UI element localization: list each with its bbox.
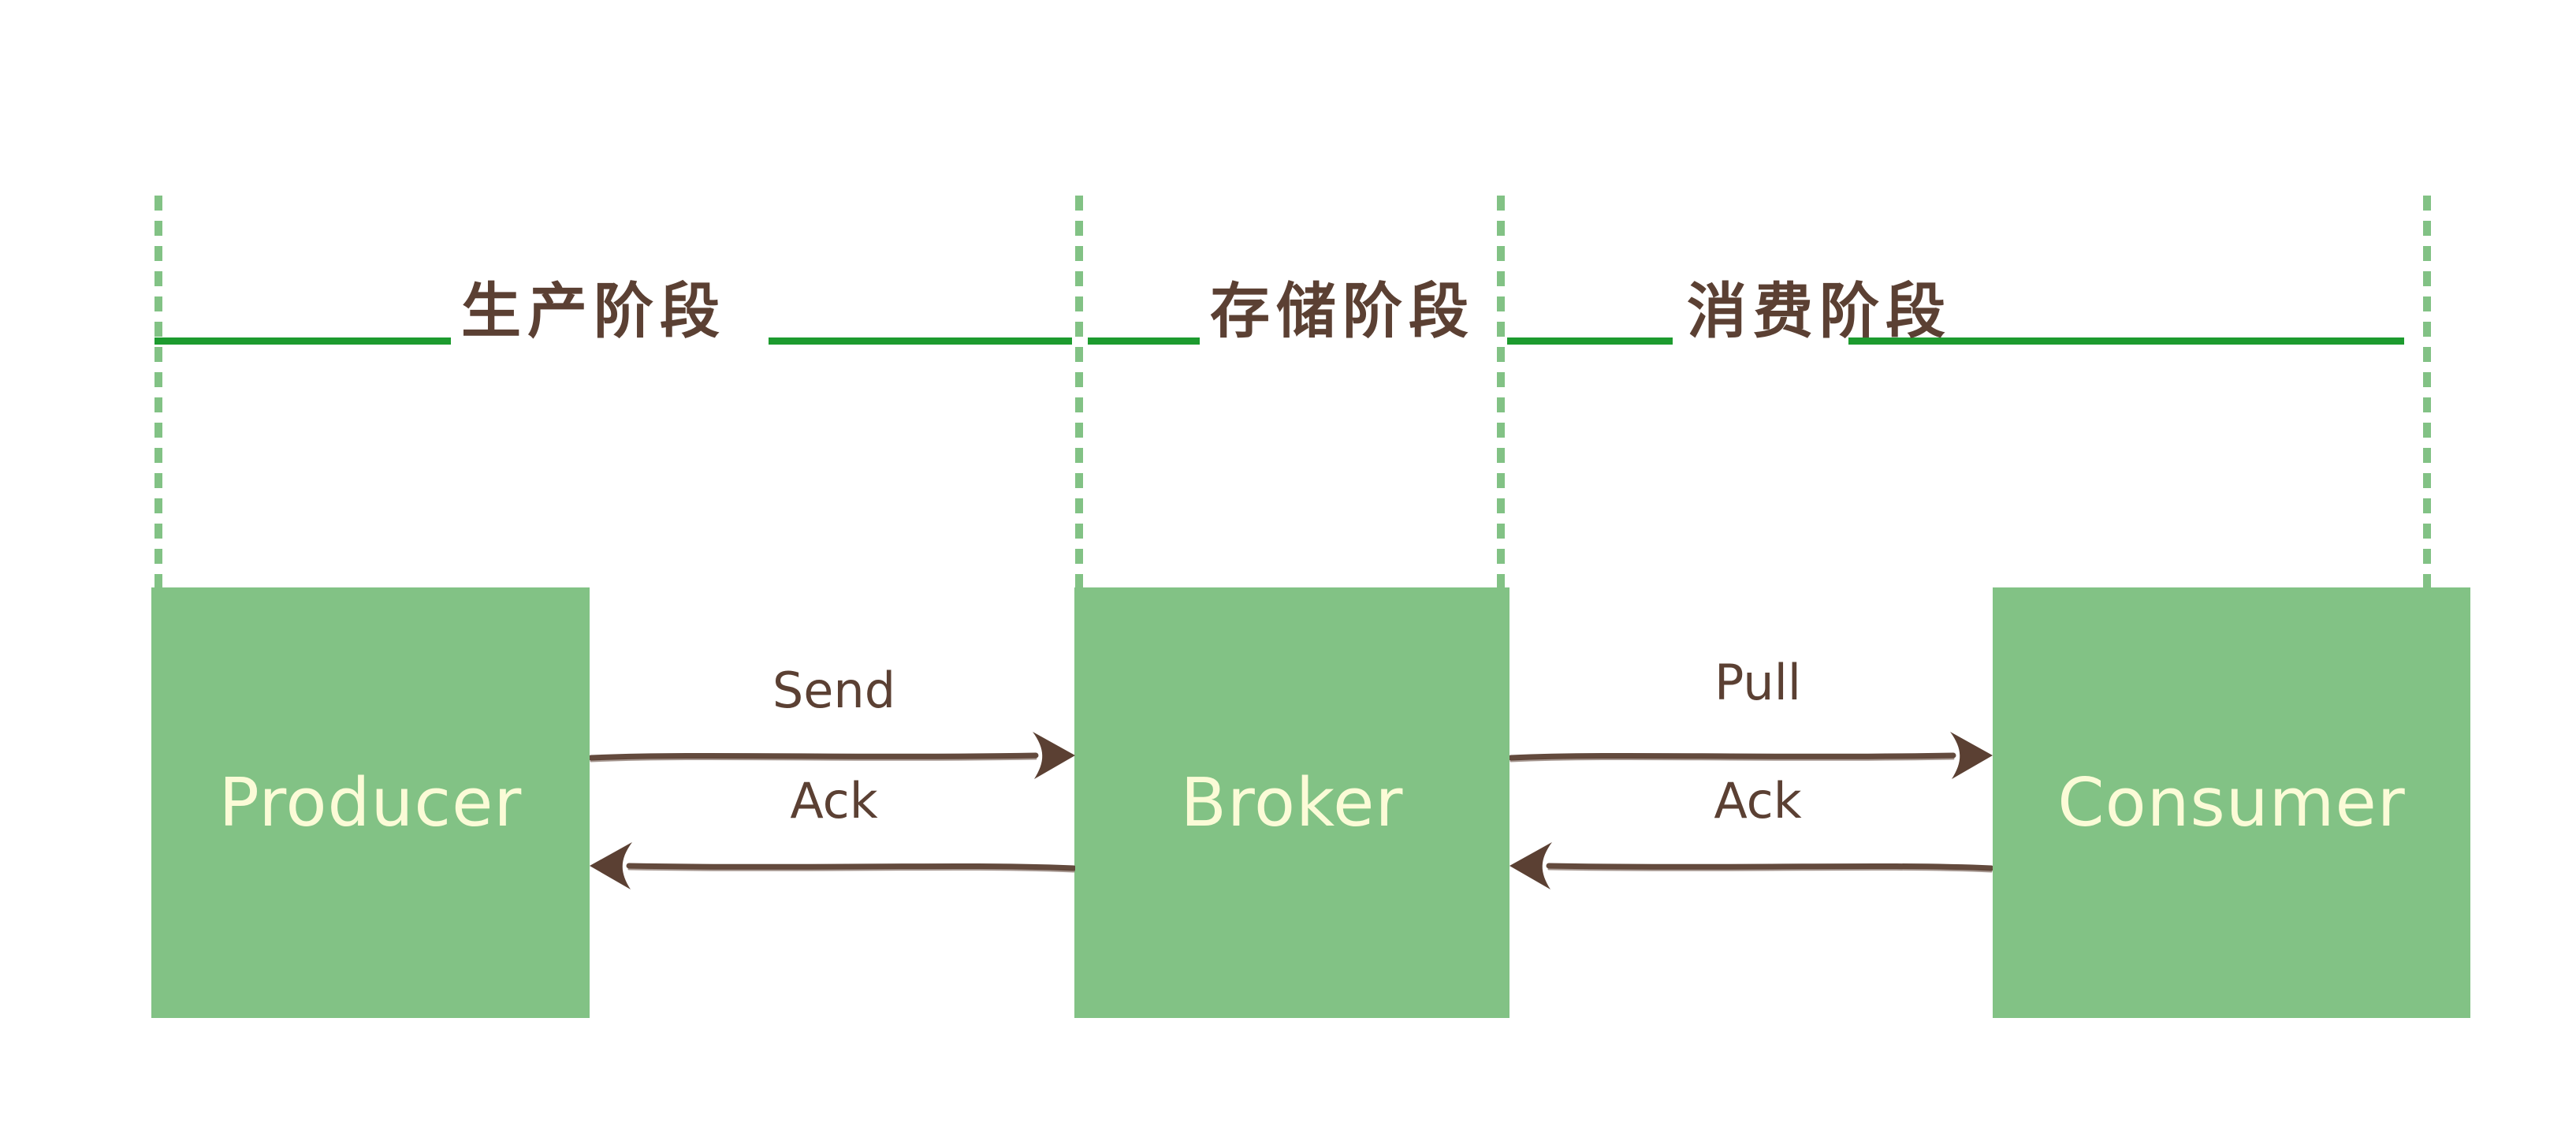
- message-label-pull: Pull: [1714, 654, 1802, 711]
- message-arrow-send: [590, 728, 1075, 783]
- phase-label-storage: 存储阶段: [1210, 276, 1475, 346]
- node-broker[interactable]: Broker: [1074, 587, 1509, 1018]
- node-producer[interactable]: Producer: [151, 587, 590, 1018]
- phase-rule-segment: [154, 337, 451, 345]
- phase-label-production: 生产阶段: [461, 276, 726, 346]
- phase-rule-segment: [1088, 337, 1200, 345]
- phase-label-consumption: 消费阶段: [1687, 276, 1952, 346]
- message-arrow-ack-broker: [1509, 838, 1993, 893]
- message-arrow-pull: [1509, 728, 1993, 783]
- node-consumer-label: Consumer: [2057, 763, 2406, 842]
- phase-rule-segment: [1507, 337, 1673, 345]
- node-broker-label: Broker: [1180, 763, 1404, 842]
- phase-rule-segment: [769, 337, 1072, 345]
- message-label-send: Send: [772, 662, 896, 719]
- message-label-ack-producer: Ack: [790, 772, 878, 830]
- message-arrow-ack-producer: [590, 838, 1075, 893]
- phase-rule-segment: [1848, 337, 2404, 345]
- message-label-ack-broker: Ack: [1714, 772, 1802, 830]
- node-consumer[interactable]: Consumer: [1993, 587, 2470, 1018]
- node-producer-label: Producer: [218, 763, 523, 842]
